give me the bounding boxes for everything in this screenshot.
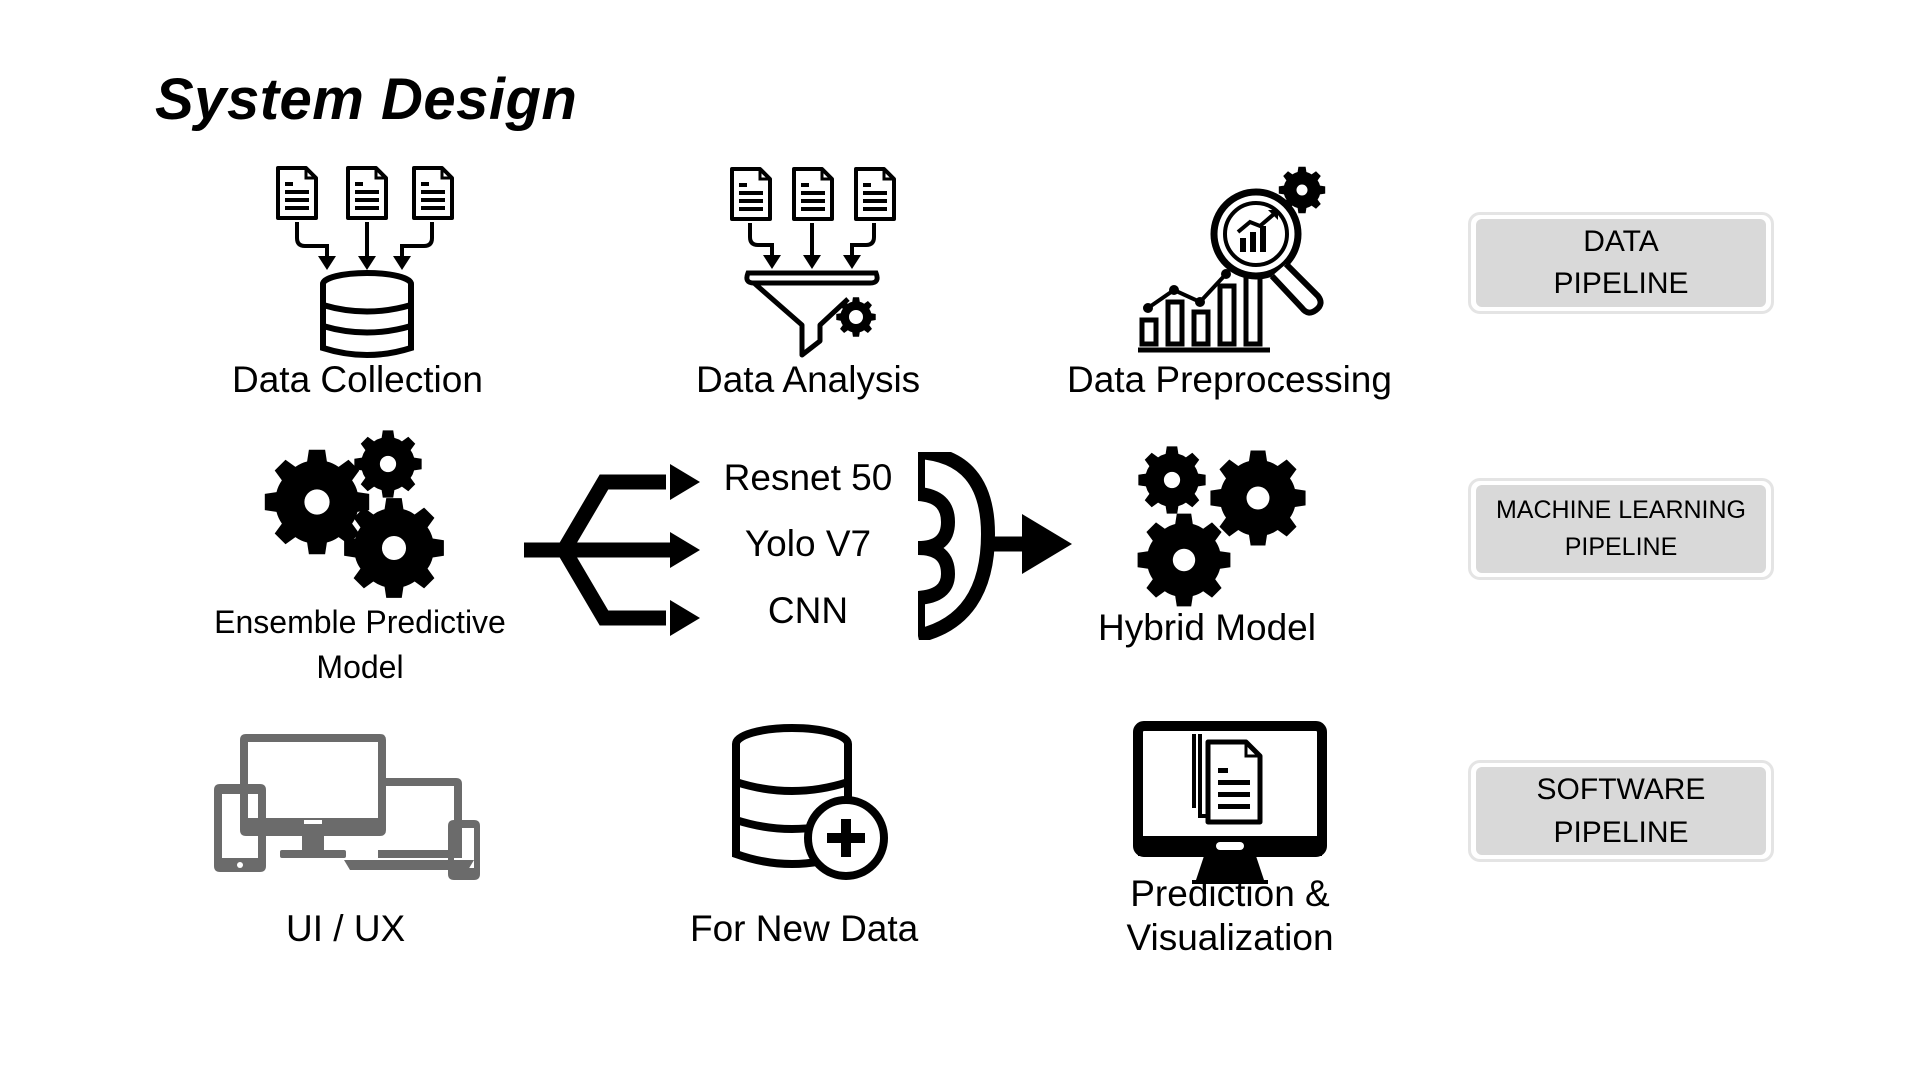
new-data-label: For New Data [690, 908, 919, 949]
merge-arrow-icon [918, 452, 1072, 640]
hybrid-gears-icon [1137, 446, 1306, 607]
prediction-line2: Visualization [1126, 917, 1334, 959]
data-collection-label: Data Collection [232, 359, 483, 400]
software-pipeline-line2: PIPELINE [1553, 816, 1689, 849]
monitor-document-icon [1133, 721, 1327, 884]
ui-ux-label: UI / UX [286, 908, 406, 949]
model-cnn: CNN [767, 590, 849, 631]
database-add-icon [732, 724, 888, 880]
data-preprocessing-label: Data Preprocessing [1067, 359, 1392, 400]
data-collection-icon [276, 166, 454, 358]
prediction-line1: Prediction & [1130, 873, 1330, 914]
hybrid-model-label: Hybrid Model [1098, 607, 1316, 648]
devices-icon [214, 734, 480, 880]
ml-pipeline-line1: MACHINE LEARNING [1495, 495, 1747, 524]
ensemble-model-line2: Model [316, 648, 404, 685]
ensemble-model-label: Ensemble Predictive Model [190, 600, 530, 690]
data-analysis-icon [730, 167, 896, 358]
software-pipeline-line1: SOFTWARE [1536, 772, 1706, 806]
data-pipeline-line1: DATA [1583, 225, 1659, 258]
data-pipeline-badge: DATA PIPELINE [1468, 212, 1774, 314]
gears-icon [264, 430, 444, 598]
model-yolo: Yolo V7 [744, 523, 872, 564]
ml-pipeline-line2: PIPELINE [1564, 533, 1678, 561]
data-analysis-label: Data Analysis [696, 359, 921, 400]
page-title: System Design [155, 67, 578, 132]
model-resnet: Resnet 50 [723, 457, 893, 498]
ensemble-model-line1: Ensemble Predictive [214, 604, 506, 640]
data-pipeline-line2: PIPELINE [1553, 267, 1689, 300]
ml-pipeline-badge: MACHINE LEARNING PIPELINE [1468, 478, 1774, 580]
data-preprocessing-icon [1138, 166, 1326, 353]
prediction-visualization-label: Prediction & Visualization [1100, 872, 1360, 961]
software-pipeline-badge: SOFTWARE PIPELINE [1468, 760, 1774, 862]
split-arrow-icon [524, 464, 700, 636]
